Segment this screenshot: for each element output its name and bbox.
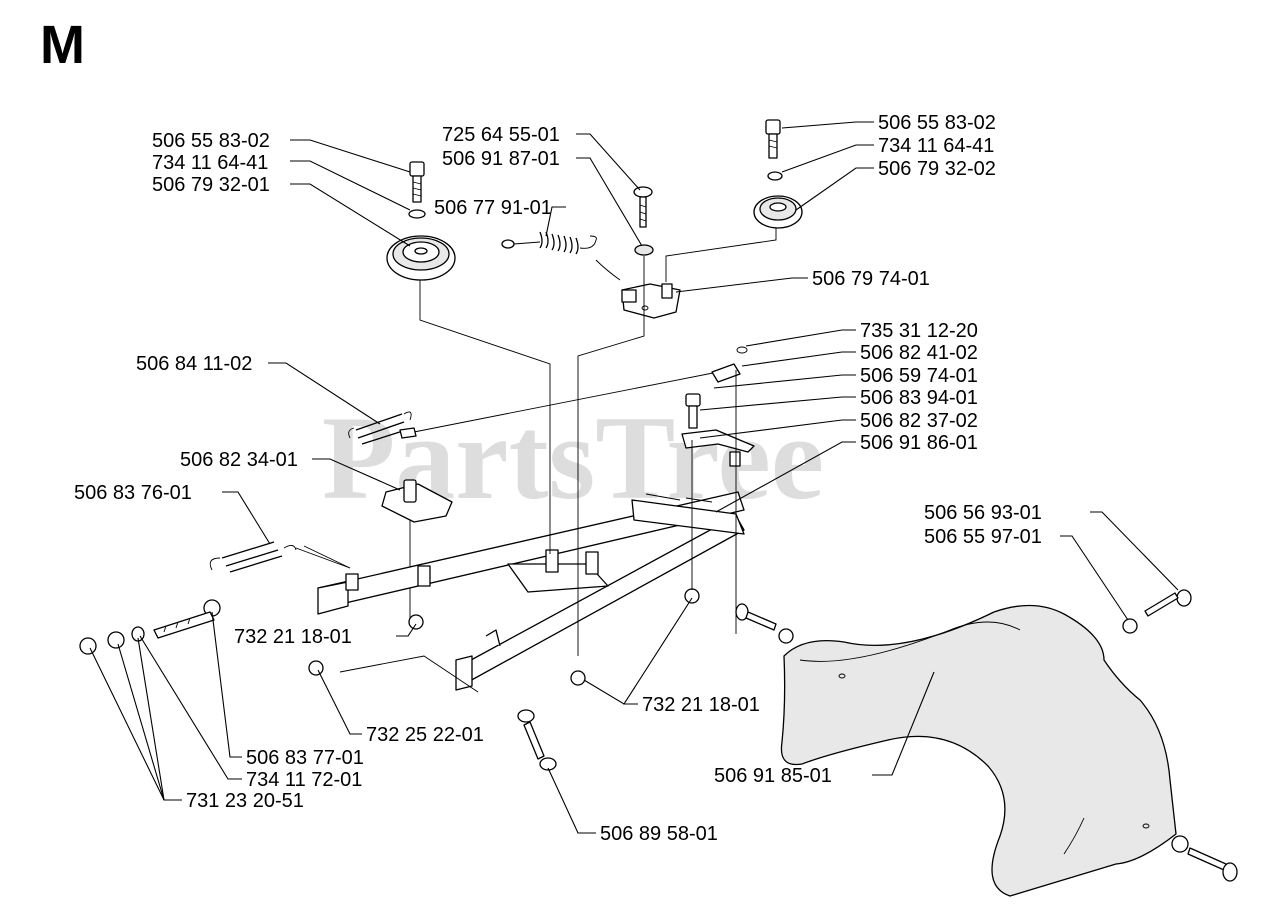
part-label: 506 79 32-02 bbox=[878, 158, 996, 180]
part-label: 506 91 87-01 bbox=[442, 148, 560, 170]
part-label: 506 56 93-01 bbox=[924, 502, 1042, 524]
part-label: 732 25 22-01 bbox=[366, 724, 484, 746]
leader-lines bbox=[89, 121, 1179, 834]
part-label: 506 55 83-02 bbox=[152, 130, 270, 152]
part-label: 734 11 72-01 bbox=[246, 769, 362, 791]
part-label: 506 83 76-01 bbox=[74, 482, 192, 504]
main-frame bbox=[317, 491, 745, 691]
nuts-and-washers bbox=[79, 588, 700, 686]
part-label: 732 21 18-01 bbox=[642, 694, 760, 716]
tension-spring-large bbox=[153, 541, 351, 639]
part-label: 506 82 37-02 bbox=[860, 410, 978, 432]
left-pulley-assembly bbox=[386, 161, 456, 281]
part-label: 506 59 74-01 bbox=[860, 365, 978, 387]
part-label: 506 84 11-02 bbox=[136, 353, 252, 375]
deck-shield bbox=[780, 604, 1177, 897]
parts-drawing bbox=[79, 119, 1238, 897]
adjuster-plate bbox=[381, 479, 453, 620]
part-label: 734 11 64-41 bbox=[878, 135, 994, 157]
part-label: 506 79 74-01 bbox=[812, 268, 930, 290]
idler-bracket bbox=[621, 283, 681, 319]
part-label: 506 79 32-01 bbox=[152, 174, 270, 196]
tension-spring-medium bbox=[348, 411, 417, 445]
part-label: 734 11 64-41 bbox=[152, 152, 268, 174]
center-bolt-assembly bbox=[633, 186, 654, 256]
part-label: 506 83 77-01 bbox=[246, 747, 364, 769]
part-label: 506 55 97-01 bbox=[924, 526, 1042, 548]
part-label: 732 21 18-01 bbox=[234, 626, 352, 648]
part-label: 506 91 85-01 bbox=[714, 765, 832, 787]
explode-lines bbox=[303, 228, 777, 693]
shield-bolts bbox=[735, 589, 1238, 882]
part-label: 731 23 20-51 bbox=[186, 790, 304, 812]
frame-bolt bbox=[517, 709, 557, 771]
part-label: 725 64 55-01 bbox=[442, 124, 560, 146]
part-label: 506 89 58-01 bbox=[600, 823, 718, 845]
part-label: 506 91 86-01 bbox=[860, 432, 978, 454]
part-label: 506 55 83-02 bbox=[878, 112, 996, 134]
right-pulley-assembly bbox=[753, 119, 803, 229]
part-label: 735 31 12-20 bbox=[860, 320, 978, 342]
control-rod bbox=[413, 346, 748, 433]
part-label: 506 77 91-01 bbox=[434, 197, 552, 219]
part-label: 506 83 94-01 bbox=[860, 387, 978, 409]
part-label: 506 82 41-02 bbox=[860, 342, 978, 364]
section-letter: M bbox=[40, 15, 85, 75]
tension-spring-small bbox=[501, 231, 621, 281]
part-number-labels: 506 55 83-02 734 11 64-41 506 79 32-01 7… bbox=[74, 112, 1042, 845]
part-label: 506 82 34-01 bbox=[180, 449, 298, 471]
